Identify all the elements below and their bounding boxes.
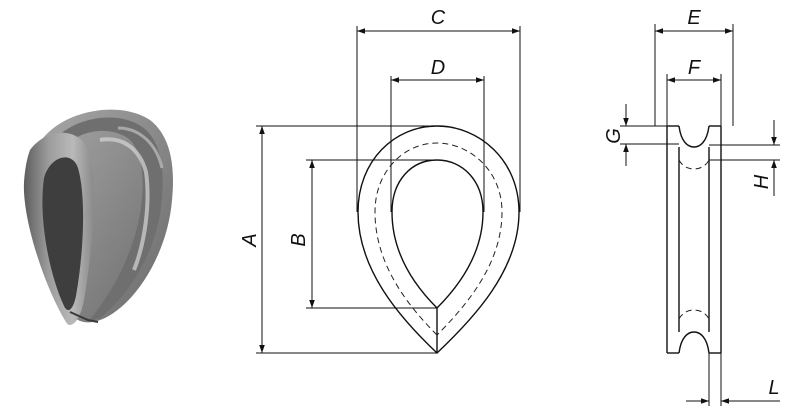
dimension-label-a: A: [239, 233, 261, 247]
dimension-label-l: L: [768, 377, 779, 399]
dimension-label-f: F: [688, 57, 702, 79]
dimension-label-b: B: [288, 233, 310, 246]
dimension-label-c: C: [431, 7, 446, 29]
dimension-label-h: H: [751, 174, 773, 189]
front-view: C D A B: [239, 7, 521, 354]
dimension-label-g: G: [603, 128, 625, 144]
dimension-label-d: D: [431, 57, 445, 79]
side-view: E F G H L: [603, 7, 780, 406]
dimension-label-e: E: [687, 7, 701, 29]
thimble-3d-render: [23, 109, 174, 326]
